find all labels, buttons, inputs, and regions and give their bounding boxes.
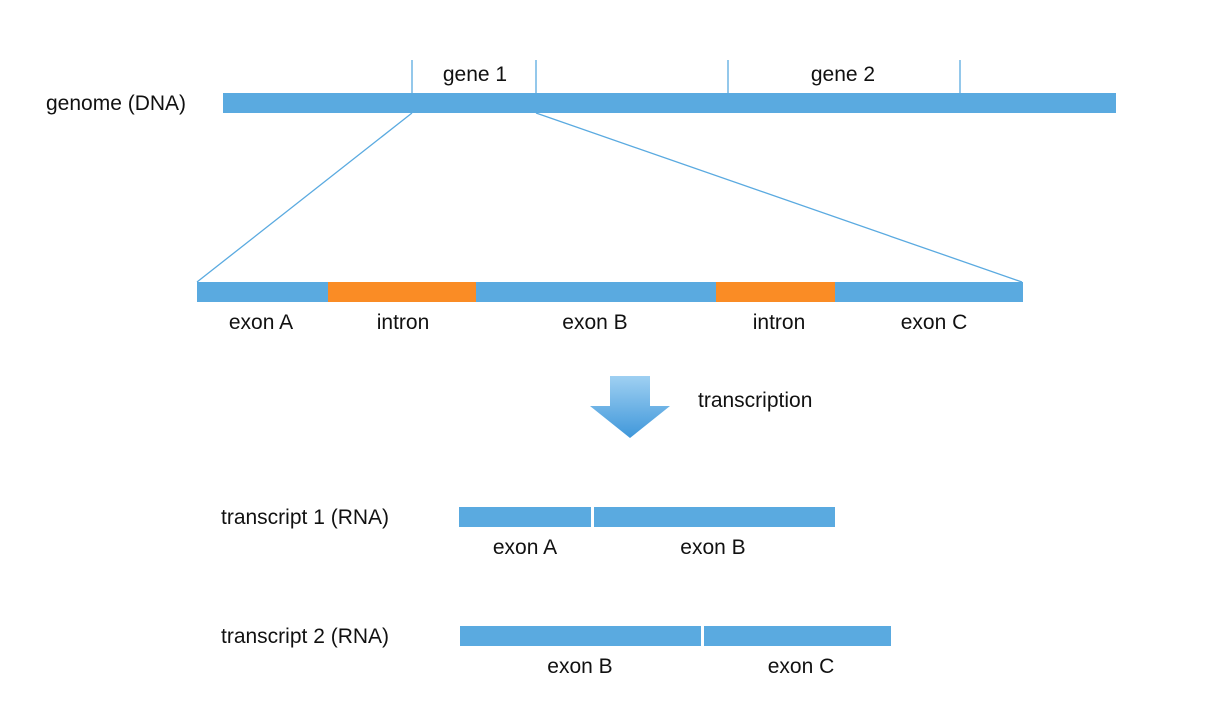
transcript-1-exon-a: [459, 507, 591, 527]
genome-label: genome (DNA): [46, 92, 186, 115]
zoom-line-left: [196, 112, 413, 283]
transcription-label: transcription: [698, 389, 812, 412]
segment-label-intron-1: intron: [377, 311, 430, 334]
zoom-line-right: [535, 112, 1023, 283]
transcript-1-label: transcript 1 (RNA): [221, 506, 389, 529]
segment-label-exon-a: exon A: [229, 311, 293, 334]
intron-2-segment: [716, 282, 835, 302]
exon-b-segment: [476, 282, 716, 302]
transcript-2-exon-c: [704, 626, 891, 646]
transcript-2-exon-b-label: exon B: [547, 655, 612, 678]
gene-2-label: gene 2: [811, 63, 875, 86]
transcript-2-exon-b: [460, 626, 701, 646]
genome-bar: [223, 93, 1116, 113]
exon-c-segment: [835, 282, 1023, 302]
gene-1-label: gene 1: [443, 63, 507, 86]
transcript-1-exon-b: [594, 507, 835, 527]
transcript-1-exon-a-label: exon A: [493, 536, 557, 559]
transcript-2-label: transcript 2 (RNA): [221, 625, 389, 648]
down-arrow-icon: [590, 376, 670, 438]
transcript-1-exon-b-label: exon B: [680, 536, 745, 559]
segment-label-exon-b: exon B: [562, 311, 627, 334]
segment-label-intron-2: intron: [753, 311, 806, 334]
segment-label-exon-c: exon C: [901, 311, 968, 334]
transcript-2-exon-c-label: exon C: [768, 655, 835, 678]
exon-a-segment: [197, 282, 328, 302]
intron-1-segment: [328, 282, 476, 302]
gene-structure: [197, 282, 1023, 302]
